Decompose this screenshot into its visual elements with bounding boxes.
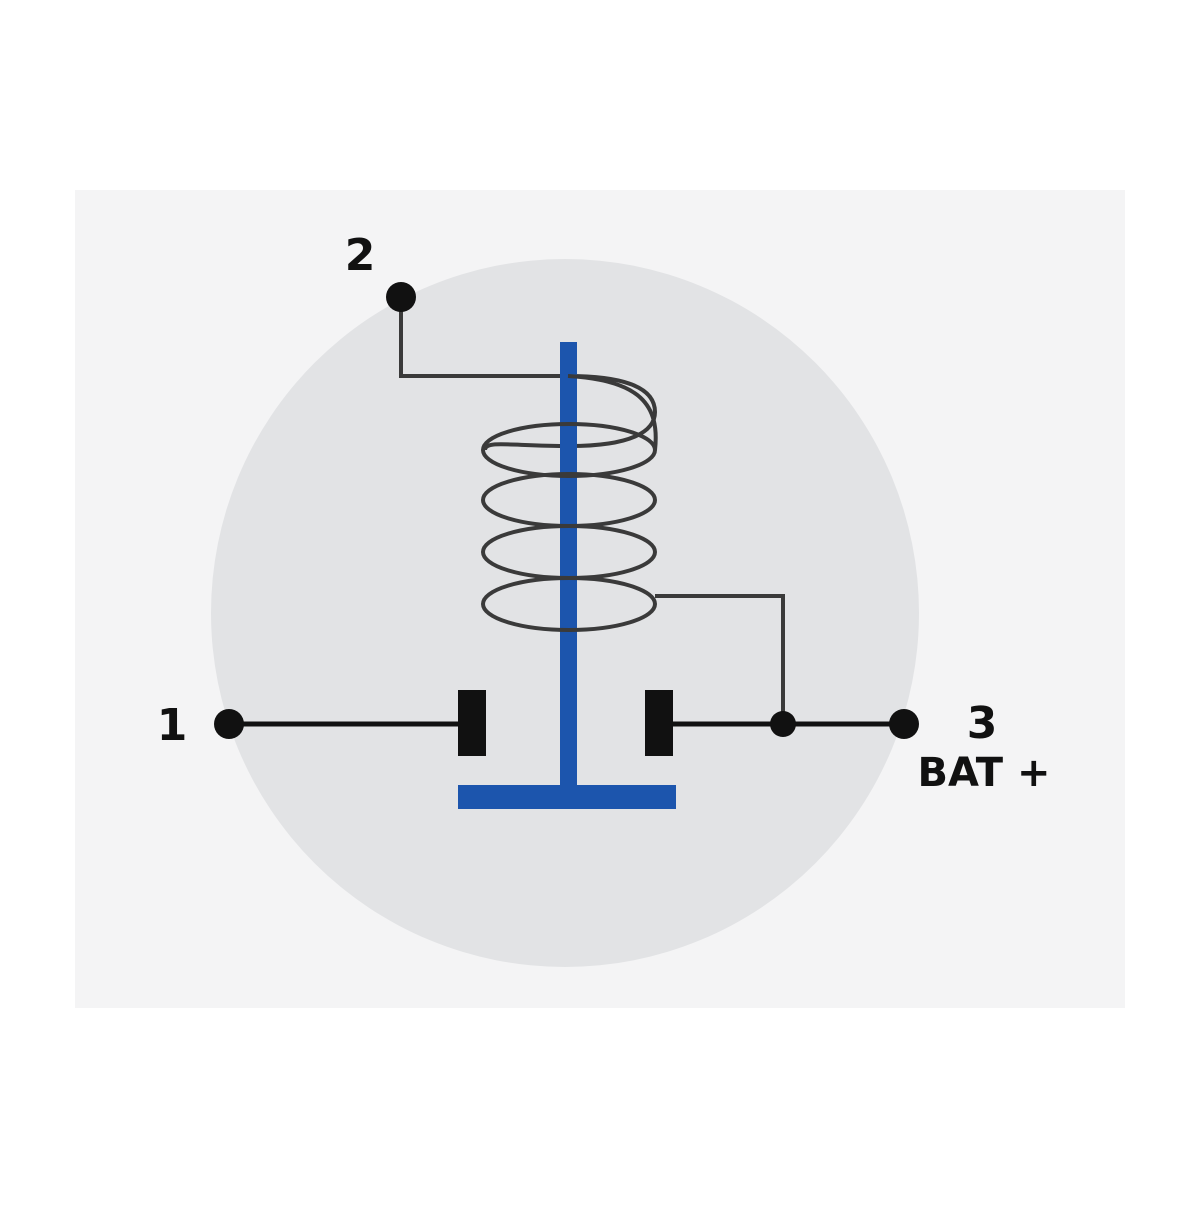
coil-top-lead xyxy=(567,374,658,451)
plunger-stem xyxy=(560,342,577,794)
terminal-1-dot xyxy=(214,709,244,739)
coil-turn-4 xyxy=(481,576,657,632)
terminal-2-dot xyxy=(386,282,416,312)
solenoid-coil xyxy=(481,374,658,632)
coil-return-wire xyxy=(655,594,785,724)
terminal-2-label: 2 xyxy=(345,230,376,281)
terminal-3-label: 3 xyxy=(967,698,998,749)
junction-dot xyxy=(770,711,796,737)
terminal-1-label: 1 xyxy=(157,700,188,751)
left-contact xyxy=(458,690,486,756)
coil-back xyxy=(483,374,658,451)
terminal-3-sublabel: BAT + xyxy=(917,750,1050,796)
terminal-2-wire xyxy=(399,297,568,378)
terminal-3-dot xyxy=(889,709,919,739)
plunger-contact-bar xyxy=(458,785,676,809)
